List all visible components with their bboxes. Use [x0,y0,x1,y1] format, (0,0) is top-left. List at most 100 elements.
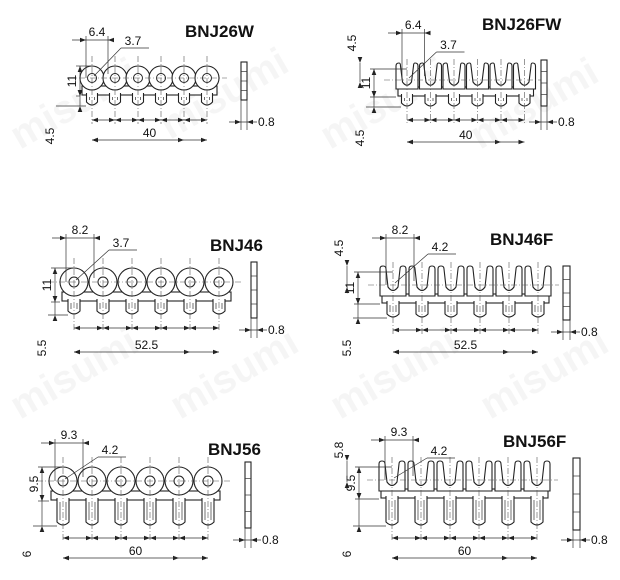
dimension-arrowhead [445,327,451,333]
tongue-width-dimension: 6.4 [405,18,422,32]
dimension-arrowhead [356,526,362,532]
dimension-arrowhead [580,537,586,543]
dimension-arrowhead [235,119,241,125]
dimension-arrowhead [108,37,114,43]
dimension-arrowhead [155,117,161,123]
fork-tongue [512,62,537,90]
dimension-arrowhead [184,117,190,123]
dimension-arrowhead [450,535,456,541]
dimension-arrowhead [344,455,350,461]
total-dimension-group: 52.5 [393,338,538,355]
dimension-arrowhead [52,315,58,321]
dimension-arrowhead [239,537,245,543]
dimension-arrowhead [508,535,514,541]
dimension-arrowhead [430,117,437,123]
dimension-arrowhead [202,555,208,561]
dimension-arrowhead [444,535,450,541]
height-dimension: 9.5 [344,474,358,491]
fork-tongue [379,265,407,297]
fork-tongue [407,460,435,492]
dimension-arrowhead [39,526,45,532]
hole-leader-line [393,457,428,479]
terminal-6 [523,460,551,526]
dimension-arrowhead [86,535,92,541]
dimension-arrowhead [421,535,427,541]
fork-tongue [418,62,443,90]
dimension-arrowhead [355,318,361,324]
dimension-arrowhead [495,117,501,123]
thickness-dimension: 0.8 [268,323,285,337]
fork-tongue [495,265,523,297]
dimension-arrowhead [509,327,515,333]
fork-tongue [442,62,466,90]
height-dimension: 9.5 [27,475,41,492]
dimension-arrowhead [97,325,103,331]
tongue-width-dimension: 9.3 [61,428,78,442]
hole-diameter-dimension: 4.2 [432,240,449,254]
thickness-dimension: 0.8 [558,115,575,129]
part-title: BNJ26FW [482,15,562,34]
dimension-arrowhead [451,327,457,333]
part-title: BNJ46 [210,236,263,255]
fork-tongue [436,460,464,492]
dimension-arrowhead [567,537,573,543]
dimension-arrowhead [39,495,45,501]
tail-dimension: 6 [340,550,354,557]
dimension-arrowhead [150,535,156,541]
total-dimension: 60 [129,544,143,558]
dimension-arrowhead [245,327,251,333]
dimension-arrowhead [179,535,185,541]
dimension-arrowhead [379,437,385,443]
height-dimension: 11 [359,76,373,89]
dimension-arrowhead [393,349,399,355]
dimension-arrowhead [155,325,161,331]
dimension-arrowhead [115,117,121,123]
dimension-arrowhead [103,325,109,331]
dimension-arrowhead [83,440,89,446]
part-title: BNJ56F [503,432,566,451]
fork-tongue [466,265,494,297]
dimension-arrowhead [407,139,413,145]
fork-tongue [395,62,419,90]
thickness-dimension: 0.8 [591,533,608,547]
hole-diameter-dimension: 3.7 [113,236,130,250]
dimension-arrowhead [63,555,69,561]
dimension-arrowhead [173,535,179,541]
dimension-arrowhead [74,325,80,331]
dimension-arrowhead [132,117,138,123]
thickness-dimension: 0.8 [262,533,279,547]
dimension-arrowhead [74,349,80,355]
dimension-arrowhead [138,117,144,123]
slot-depth-dimension: 4.5 [345,34,359,51]
dimension-arrowhead [190,325,196,331]
terminal-5 [494,460,522,526]
thickness-dimension: 0.8 [581,325,598,339]
dimension-arrowhead [52,296,58,302]
dimension-arrowhead [109,117,115,123]
fork-tongue [523,460,551,492]
tail-dimension: 4.5 [353,129,367,146]
dimension-arrowhead [416,327,422,333]
total-dimension: 60 [458,544,472,558]
tail-dimension: 5.5 [35,339,49,356]
dimension-arrowhead [77,106,83,112]
dimension-arrowhead [371,107,377,113]
dimension-arrowhead [454,117,460,123]
dimension-arrowhead [371,91,377,97]
slot-depth-dimension: 4.5 [332,239,346,256]
dimension-arrowhead [357,57,363,63]
dimension-arrowhead [355,272,361,278]
dimension-arrowhead [355,298,361,304]
dimension-arrowhead [570,329,576,335]
height-dimension: 11 [40,278,54,291]
part-title: BNJ56 [208,440,261,459]
dimension-arrowhead [392,555,398,561]
dimension-arrowhead [357,82,363,88]
dimension-arrowhead [184,325,190,331]
dimension-arrowhead [473,535,479,541]
dimension-arrowhead [247,119,253,125]
hole-diameter-dimension: 4.2 [102,443,119,457]
